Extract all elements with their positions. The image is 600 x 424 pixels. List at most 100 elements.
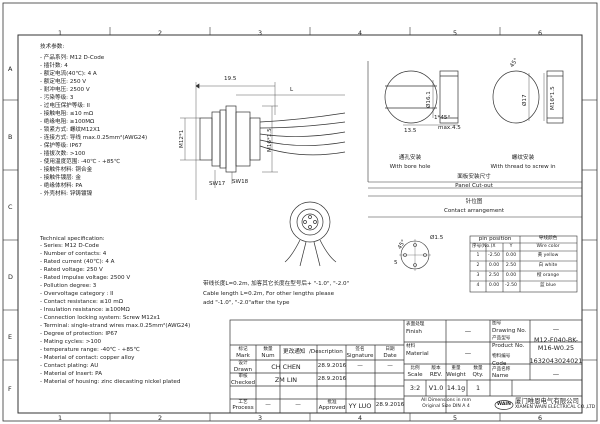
spec-en-line: - Connection locking system: Screw M12x1 — [40, 315, 161, 321]
thread-cn: 螺纹安装 — [511, 155, 535, 161]
spec-en-line: - Contact plating: AU — [40, 363, 99, 369]
pin-table-head-y: Y — [509, 244, 513, 249]
row-d: D — [8, 273, 13, 281]
product-no-label-en: Product No. — [492, 343, 525, 349]
col-3-bottom: 3 — [257, 414, 263, 422]
drawing-no-label-en: Drawing No. — [492, 328, 527, 334]
process-date: — — [295, 402, 301, 408]
col-4: 4 — [357, 29, 363, 37]
spec-en-line: - Material of housing: zinc diecasting n… — [40, 379, 181, 385]
panel-cutout-views — [367, 61, 582, 218]
weight-label-en: Weight — [446, 372, 466, 378]
process-by: — — [265, 402, 271, 408]
cable-note-cn: 带线长度L=0.2m, 加客其它长度在型号后+ "-1.0", "-2.0" — [203, 281, 350, 287]
pin-table-head-color-cn: 导线颜色 — [538, 236, 558, 241]
col-2-bottom: 2 — [157, 414, 163, 422]
sign-label-en: Signature — [346, 353, 374, 359]
qty-label-cn: 数量 — [473, 366, 483, 371]
dim-chamfer: 1*45° — [434, 115, 451, 121]
dim-sw18: SW18 — [232, 179, 249, 185]
drawn-by: CH CHEN — [271, 363, 301, 371]
col-4-bottom: 4 — [357, 414, 363, 422]
desc-label-en: /Description — [309, 349, 343, 355]
contact-title-cn: 针位图 — [465, 199, 483, 205]
dim-13-5: 13.5 — [404, 128, 417, 134]
panel-cutout-title-en: Panel Cut-out — [455, 183, 493, 189]
spec-en-title: Technical specification: — [40, 236, 105, 242]
bore-hole-cn: 通孔安装 — [398, 155, 422, 161]
checked-by: ZM LIN — [274, 376, 298, 384]
drawing-no-label-cn: 图号 — [492, 321, 502, 326]
pin-row-color: 黄 yellow — [537, 253, 559, 258]
spec-cn-line: - 额定电流(40℃): 4 A — [40, 71, 97, 77]
row-c: C — [8, 203, 13, 211]
cable-note-en-2: add "-1.0", "-2.0"after the type — [203, 300, 290, 306]
approved-label-en: Approved — [318, 405, 346, 411]
pin-row-color: 蓝 blue — [540, 283, 556, 288]
col-1-bottom: 1 — [57, 414, 63, 422]
code-label-cn: 物料编号 — [492, 354, 511, 359]
approved-by: YY LUO — [348, 402, 372, 410]
scale-label-cn: 比例 — [410, 366, 420, 371]
spec-cn-line: - 保护等级: IP67 — [40, 143, 82, 149]
col-2: 2 — [157, 29, 163, 37]
connector-side-view — [180, 82, 346, 200]
approved-date: 28.9.2016 — [375, 402, 405, 408]
mark-label-en: Mark — [236, 353, 250, 359]
dim-length: L — [290, 87, 294, 93]
row-e: E — [8, 333, 13, 341]
spec-cn-line: - 连接方式: 导线 max.0.25mm²(AWG24) — [40, 135, 148, 141]
checked-date: 28.9.2016 — [317, 376, 347, 382]
spec-en-line: - Rated impulse voltage: 2500 V — [40, 275, 131, 281]
pin-row-y: 2.50 — [505, 263, 517, 268]
finish-value: — — [464, 327, 472, 335]
dim-m16-thread: M16*1.5 — [550, 86, 556, 110]
dim-pin-circle: Ø1.5 — [430, 235, 444, 241]
row-f: F — [8, 385, 12, 393]
col-1: 1 — [57, 29, 63, 37]
cable-note-en-1: Cable length L=0.2m, For other lengths p… — [203, 291, 335, 297]
material-label-cn: 材料 — [406, 344, 416, 349]
pin-row-x: 0.00 — [488, 263, 500, 268]
pin-row-no: 2 — [476, 263, 480, 268]
bore-hole-en: With bore hole — [389, 164, 431, 170]
drawing-no-value: — — [552, 325, 560, 333]
spec-en-line: - Series: M12 D-Code — [40, 243, 100, 249]
sign-label-cn: 签名 — [355, 347, 365, 352]
scale-label-en: Scale — [407, 372, 423, 378]
num-label-en: Num — [261, 353, 275, 359]
pin-row-y: 0.00 — [505, 253, 517, 258]
contact-title-en: Contact arrangement — [443, 208, 505, 214]
process-label-cn: 工艺 — [238, 400, 248, 405]
spec-cn-title: 技术参数: — [40, 44, 65, 50]
approved-label-cn: 批准 — [327, 400, 337, 405]
product-no-value-2: M16-W0.25 — [537, 344, 575, 352]
spec-cn-line: - 使用温度范围: -40℃ - +85℃ — [40, 159, 121, 165]
drawn-sign-date: — — [387, 363, 393, 369]
dim-17: Ø17 — [522, 94, 528, 106]
pin-row-y: 0.00 — [505, 273, 517, 278]
col-6-bottom: 6 — [537, 414, 543, 422]
note-original-size: Original Size DIN A 4 — [422, 404, 470, 409]
desc-label-cn: 更改通知 — [283, 349, 306, 355]
spec-en-line: - Mating cycles: >100 — [40, 339, 102, 345]
company-name-cn: 厦门唯恩电气有限公司 — [515, 397, 579, 405]
row-a: A — [8, 65, 13, 73]
pin-row-y: -2.50 — [505, 283, 517, 288]
col-6: 6 — [537, 29, 543, 37]
col-5: 5 — [452, 29, 458, 37]
num-label-cn: 数量 — [263, 347, 273, 352]
pin-table-head-pos: pin position — [478, 236, 512, 242]
spec-cn-line: - 插拔次数: >100 — [40, 151, 86, 157]
pin-row-color: 橙 orange — [536, 273, 560, 278]
dim-m16: M16*1.5 — [267, 128, 273, 152]
dim-pin-spacing: 5 — [394, 260, 398, 266]
spec-en-line: - Insulation resistance: ≥100MΩ — [40, 307, 130, 313]
dim-m12: M12*1 — [179, 129, 185, 148]
spec-cn-line: - 接触电阻: ≤10 mΩ — [40, 111, 94, 117]
pin-row-no: 1 — [476, 253, 480, 258]
thread-en: With thread to screw in — [490, 164, 556, 170]
spec-cn-line: - 绝缘电阻: ≥100MΩ — [40, 119, 95, 125]
spec-en-line: - Terminal: single-strand wires max.0.25… — [40, 323, 191, 329]
